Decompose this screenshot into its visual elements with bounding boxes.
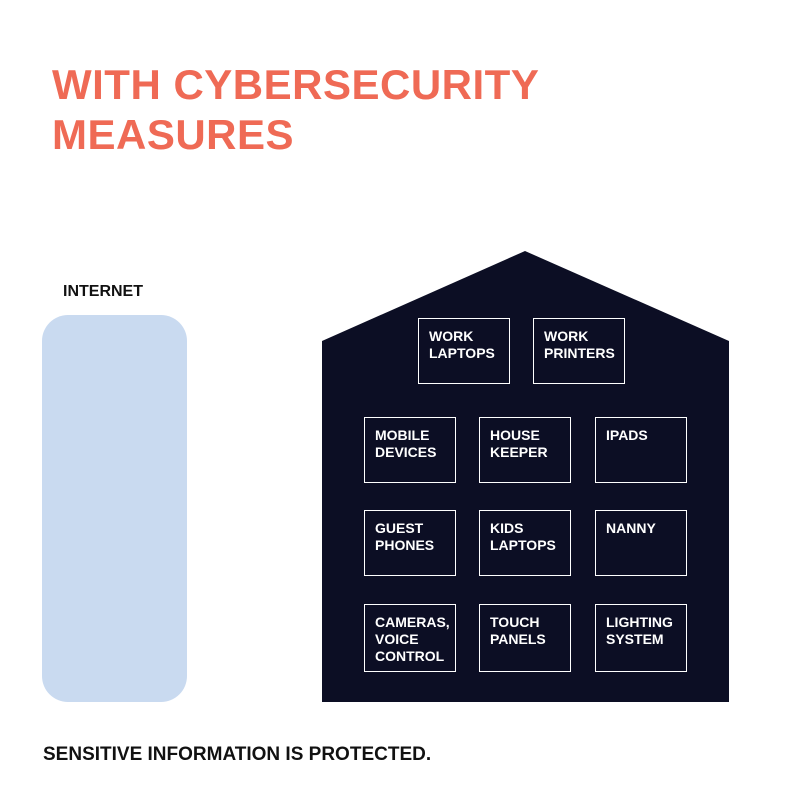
house-shape xyxy=(322,251,729,702)
title-line-2: MEASURES xyxy=(52,111,295,158)
device-ipads: IPADS xyxy=(595,417,687,483)
internet-block xyxy=(42,315,187,702)
title-line-1: WITH CYBERSECURITY xyxy=(52,61,540,108)
footer-caption: SENSITIVE INFORMATION IS PROTECTED. xyxy=(43,744,432,765)
device-work-printers: WORK PRINTERS xyxy=(533,318,625,384)
device-touch-panels: TOUCH PANELS xyxy=(479,604,571,672)
page-title: WITH CYBERSECURITY MEASURES xyxy=(52,60,539,160)
device-nanny: NANNY xyxy=(595,510,687,576)
device-work-laptops: WORK LAPTOPS xyxy=(418,318,510,384)
device-kids-laptops: KIDS LAPTOPS xyxy=(479,510,571,576)
device-lighting-system: LIGHTING SYSTEM xyxy=(595,604,687,672)
device-mobile-devices: MOBILE DEVICES xyxy=(364,417,456,483)
device-cameras-voice-control: CAMERAS, VOICE CONTROL xyxy=(364,604,456,672)
device-guest-phones: GUEST PHONES xyxy=(364,510,456,576)
house: WORK LAPTOPS WORK PRINTERS MOBILE DEVICE… xyxy=(322,251,729,702)
device-house-keeper: HOUSE KEEPER xyxy=(479,417,571,483)
internet-label: INTERNET xyxy=(63,283,143,300)
